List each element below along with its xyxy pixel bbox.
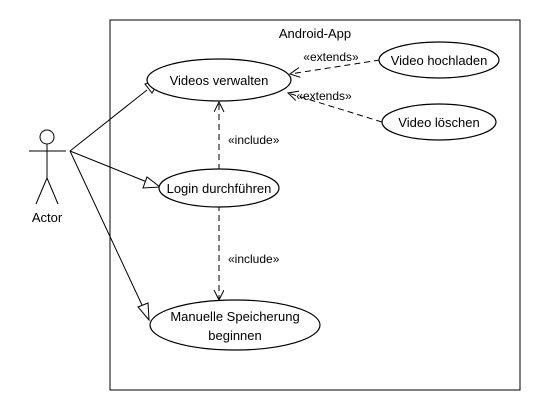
use-case-manuelle-speicherung: Manuelle Speicherung beginnen [149,299,321,351]
use-case-manuelle-speicherung-shape [149,299,321,351]
use-case-video-hochladen-shape [378,41,500,79]
extends-upload-label: «extends» [303,50,359,64]
use-case-login-durchfuehren-label: Login durchführen [167,181,272,196]
system-title: Android-App [279,26,351,41]
actor-left-leg [35,177,48,205]
assoc-arrowhead-login [142,176,162,189]
assoc-actor-login [69,150,148,183]
use-case-login-durchfuehren: Login durchführen [158,168,280,208]
extends-upload-line [290,59,381,74]
actor-head [39,129,55,145]
use-case-video-loeschen: Video löschen [381,103,497,141]
use-case-manuelle-speicherung-label-line2: beginnen [208,328,262,343]
actor-right-leg [46,177,59,205]
use-case-video-hochladen: Video hochladen [378,41,500,79]
assoc-actor-videos-verwalten [69,89,148,152]
use-case-videos-verwalten-label: Videos verwalten [170,73,269,88]
assoc-arrowhead-speicherung [137,302,150,322]
include-login-speicherung-label: «include» [228,252,280,266]
actor-figure [29,129,66,205]
use-case-video-loeschen-shape [381,103,497,141]
actor-label: Actor [32,210,63,225]
actor-associations [69,79,162,322]
extends-delete-line [288,93,383,123]
use-case-video-loeschen-label: Video löschen [398,115,479,130]
use-case-login-durchfuehren-shape [158,168,280,208]
use-case-videos-verwalten: Videos verwalten [146,58,292,102]
extends-delete-label: «extends» [296,89,352,103]
include-login-videos-label: «include» [228,133,280,147]
use-case-videos-verwalten-shape [146,58,292,102]
dependency-lines: «extends» «extends» «include» «include» [219,50,383,300]
assoc-actor-speicherung [69,150,143,306]
use-case-manuelle-speicherung-label-line1: Manuelle Speicherung [170,309,299,324]
use-case-video-hochladen-label: Video hochladen [391,53,488,68]
